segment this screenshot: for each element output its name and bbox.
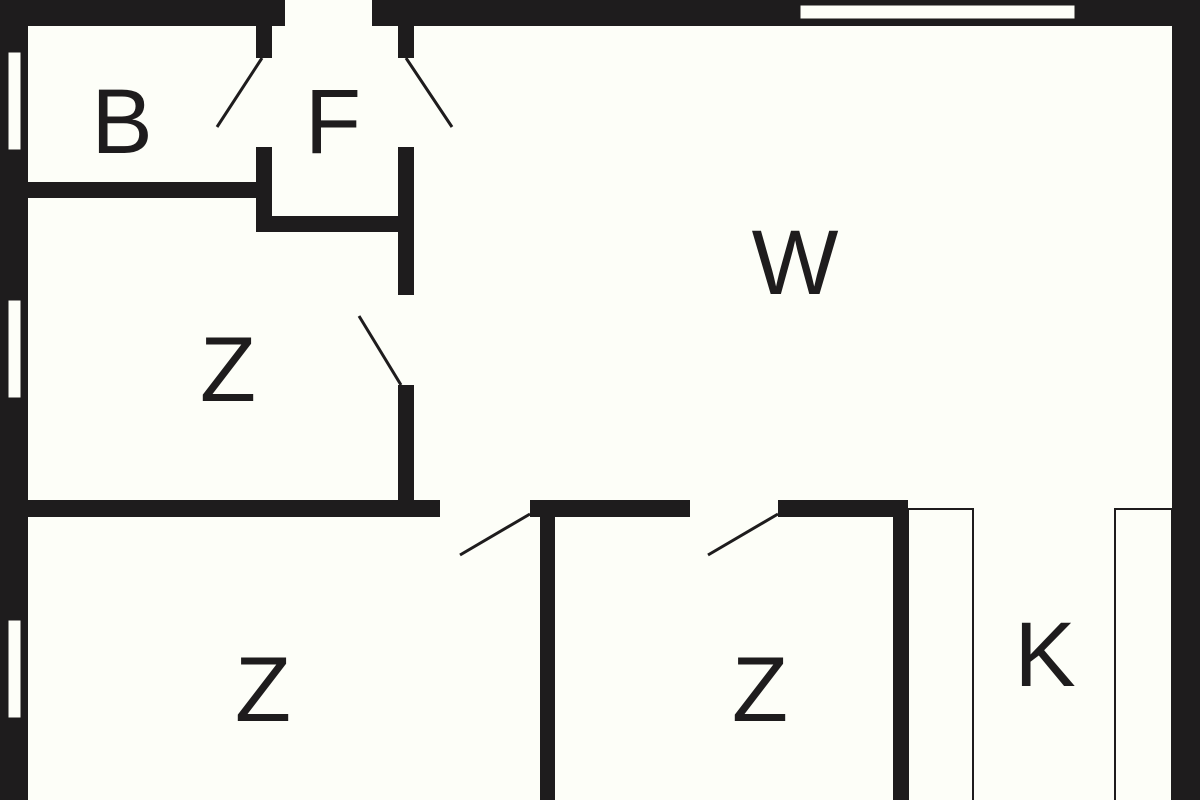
- top-wall-left: [0, 0, 285, 26]
- wall-mid-right: [778, 500, 908, 517]
- door-room2: [459, 512, 531, 557]
- room-label-room3: Z: [732, 639, 788, 741]
- window-top: [799, 4, 1076, 20]
- room-label-room2: Z: [235, 639, 291, 741]
- kitchen-counter-left: [907, 508, 974, 800]
- room-label-bathroom: B: [91, 71, 152, 173]
- window-left-1: [7, 51, 22, 151]
- wall-hall-left-top: [256, 26, 272, 58]
- wall-hall-left-bottom: [256, 147, 272, 232]
- door-bathroom: [215, 57, 264, 128]
- wall-mid-left: [28, 500, 440, 517]
- window-left-2: [7, 299, 22, 399]
- room-label-kitchen: K: [1014, 604, 1075, 706]
- room-label-room1: Z: [200, 319, 256, 421]
- door-room1: [357, 315, 403, 386]
- wall-hall-bottom: [256, 216, 414, 232]
- wall-hall-right: [398, 147, 414, 295]
- wall-hall-right-top: [398, 26, 414, 58]
- window-left-3: [7, 619, 22, 719]
- door-room3: [707, 512, 779, 557]
- wall-mid-center: [530, 500, 690, 517]
- door-living: [404, 57, 454, 128]
- top-wall-right: [372, 0, 1200, 26]
- wall-room1-right: [398, 385, 414, 517]
- wall-room3-kitchen: [893, 500, 908, 800]
- wall-room2-room3: [540, 500, 555, 800]
- kitchen-counter-right: [1114, 508, 1173, 800]
- room-label-hallway: F: [305, 71, 361, 173]
- room-label-living: W: [752, 212, 839, 314]
- wall-bathroom-room: [28, 182, 262, 198]
- right-wall: [1172, 0, 1200, 800]
